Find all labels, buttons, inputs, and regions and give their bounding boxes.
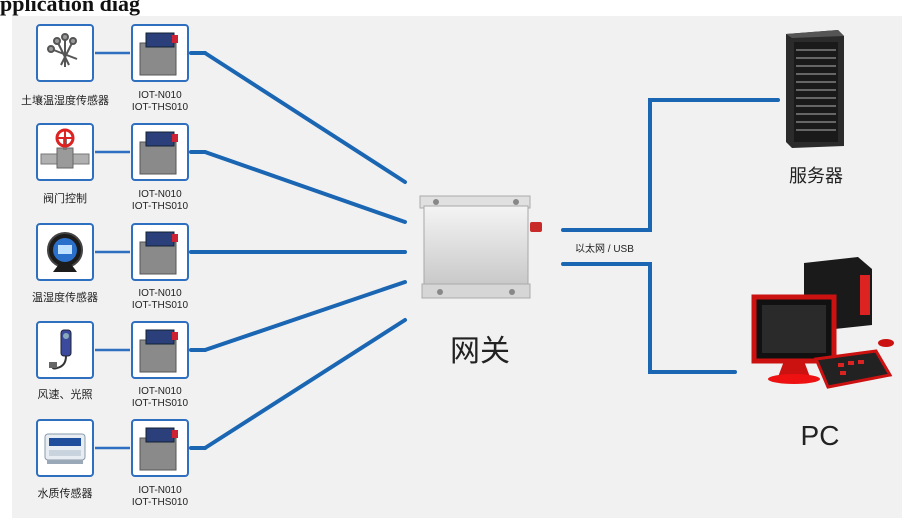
- sensor-label: 水质传感器: [37, 488, 93, 500]
- sensor-box-valve: [36, 123, 94, 181]
- link-gateway-server: [561, 98, 780, 232]
- sensor-box-water: [36, 419, 94, 477]
- water-quality-sensor-icon: [44, 433, 86, 464]
- gateway-label: 网关: [450, 335, 510, 368]
- link-module-5-gateway: [203, 318, 407, 450]
- link-module-1-gateway: [203, 51, 407, 184]
- wind-light-sensor-icon: [49, 329, 72, 370]
- valve-icon: [40, 128, 90, 169]
- sensor-box-soil: [36, 24, 94, 82]
- lora-module-icon: [139, 427, 178, 471]
- link-module-4-gateway: [203, 280, 407, 352]
- sensor-box-wind: [36, 321, 94, 379]
- sensor-label: 风速、光照: [37, 389, 93, 401]
- sensor-label: 温湿度传感器: [32, 292, 98, 304]
- link-gateway-pc: [561, 262, 737, 374]
- module-box-1: [131, 24, 189, 82]
- module-box-4: [131, 321, 189, 379]
- gateway-device-icon: [419, 195, 542, 299]
- module-box-2: [131, 123, 189, 181]
- connection-label: 以太网 / USB: [575, 244, 634, 255]
- pc-label: PC: [800, 420, 840, 451]
- lora-module-icon: [139, 329, 178, 373]
- thermo-hygrometer-icon: [47, 232, 83, 272]
- diagram-title: pplication diag: [0, 0, 140, 16]
- link-module-2-gateway: [203, 150, 407, 224]
- lora-module-icon: [139, 231, 178, 275]
- soil-probe-icon: [47, 33, 78, 67]
- lora-module-icon: [139, 32, 178, 76]
- server-label: 服务器: [789, 166, 843, 186]
- module-box-5: [131, 419, 189, 477]
- sensor-box-thermo: [36, 223, 94, 281]
- pc-icon: [751, 257, 894, 389]
- server-rack-icon: [786, 30, 844, 148]
- lora-module-icon: [139, 131, 178, 175]
- sensor-label: 土壤温湿度传感器: [21, 95, 109, 107]
- sensor-label: 阀门控制: [43, 193, 87, 205]
- module-box-3: [131, 223, 189, 281]
